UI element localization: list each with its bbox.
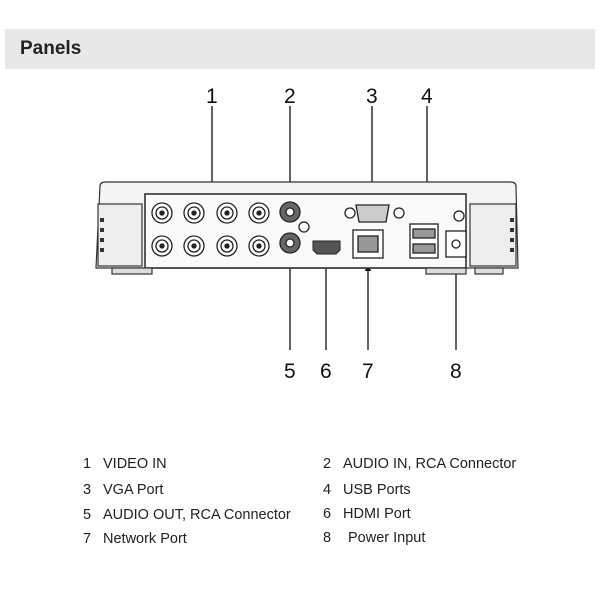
callout-1: 1	[206, 85, 218, 108]
callout-5: 5	[284, 360, 296, 383]
callout-6: 6	[320, 360, 332, 383]
section-title: Panels	[20, 38, 82, 59]
hdmi-port	[312, 240, 341, 255]
vga-port	[344, 204, 405, 223]
callout-2: 2	[284, 85, 296, 108]
video-in-bnc-connectors	[151, 202, 270, 257]
network-port	[352, 229, 384, 259]
section-header: Panels	[5, 29, 595, 69]
callout-8: 8	[450, 360, 462, 383]
callout-4: 4	[421, 85, 433, 108]
usb-ports	[409, 223, 439, 259]
callout-7: 7	[362, 360, 374, 383]
callout-3: 3	[366, 85, 378, 108]
rca-connectors	[279, 201, 310, 254]
power-input	[445, 210, 467, 258]
